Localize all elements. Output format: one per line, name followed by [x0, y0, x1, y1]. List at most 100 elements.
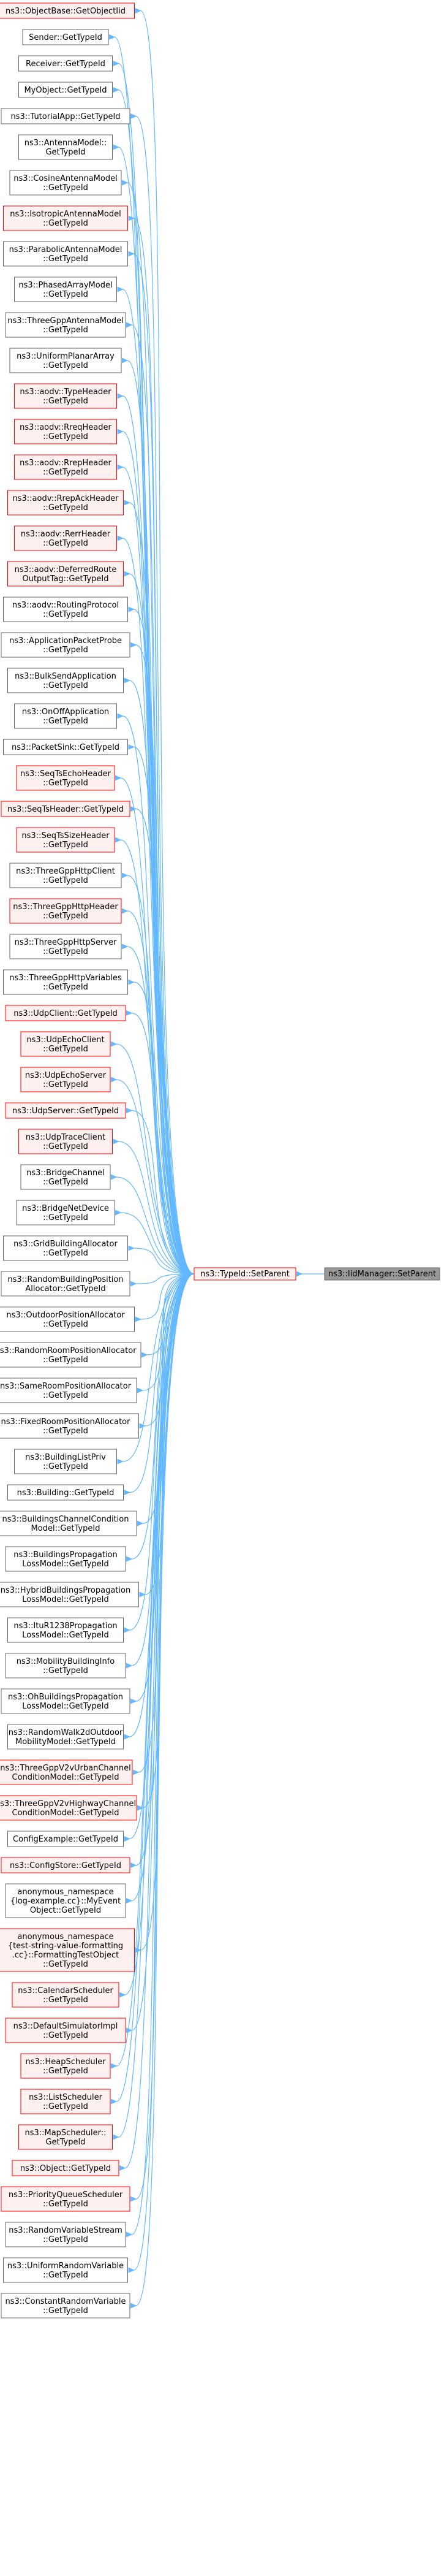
caller-node-box[interactable] — [3, 596, 128, 622]
caller-node[interactable]: ns3::aodv::RoutingProtocol::GetTypeId — [3, 596, 128, 622]
caller-node-box[interactable] — [20, 1067, 111, 1092]
caller-node[interactable]: ns3::BuildingListPriv::GetTypeId — [14, 1449, 117, 1474]
caller-node[interactable]: ns3::BridgeNetDevice::GetTypeId — [16, 1200, 115, 1225]
caller-node[interactable]: ns3::ThreeGppHttpServer::GetTypeId — [9, 934, 122, 959]
caller-node[interactable]: ns3::PriorityQueueScheduler::GetTypeId — [1, 2186, 130, 2212]
caller-node-box[interactable] — [18, 82, 113, 98]
caller-node[interactable]: ns3::OnOffApplication::GetTypeId — [14, 703, 117, 729]
caller-node[interactable]: ns3::DefaultSimulatorImpl::GetTypeId — [5, 2018, 126, 2043]
caller-node[interactable]: ns3::ObjectBase::GetObjectIid — [0, 2, 135, 19]
hub-node-box[interactable] — [194, 1267, 296, 1281]
caller-node[interactable]: ns3::aodv::RreqHeader::GetTypeId — [14, 419, 117, 444]
caller-node[interactable]: ns3::HeapScheduler::GetTypeId — [20, 2053, 111, 2079]
caller-node[interactable]: ns3::SeqTsEchoHeader::GetTypeId — [16, 765, 115, 791]
caller-node-box[interactable] — [7, 490, 124, 516]
caller-node-box[interactable] — [12, 1982, 119, 2008]
caller-node-box[interactable] — [0, 1511, 137, 1536]
caller-node-box[interactable] — [14, 276, 117, 302]
caller-node-box[interactable] — [14, 703, 117, 729]
caller-node[interactable]: ConfigExample::GetTypeId — [7, 1831, 124, 1847]
caller-node[interactable]: ns3::CalendarScheduler::GetTypeId — [12, 1982, 119, 2008]
caller-node[interactable]: ns3::aodv::RrepHeader::GetTypeId — [14, 454, 117, 480]
caller-node[interactable]: ns3::PhasedArrayModel::GetTypeId — [14, 276, 117, 302]
caller-node-box[interactable] — [16, 827, 115, 853]
caller-node[interactable]: ns3::MobilityBuildingInfo::GetTypeId — [5, 1653, 126, 1679]
caller-node-box[interactable] — [5, 1546, 126, 1572]
caller-node[interactable]: ns3::GridBuildingAllocator::GetTypeId — [3, 1235, 128, 1261]
caller-node-box[interactable] — [18, 2124, 113, 2150]
caller-node[interactable]: ns3::Object::GetTypeId — [12, 2160, 119, 2176]
caller-node-box[interactable] — [1, 1688, 130, 1714]
caller-node-box[interactable] — [14, 525, 117, 551]
caller-node-box[interactable] — [20, 1164, 111, 1190]
caller-node[interactable]: anonymous_namespace{test-string-value-fo… — [0, 1928, 135, 1972]
caller-node-box[interactable] — [7, 1724, 124, 1750]
caller-node[interactable]: ns3::BuildingsChannelConditionModel::Get… — [0, 1511, 137, 1536]
caller-node[interactable]: ns3::HybridBuildingsPropagationLossModel… — [0, 1582, 139, 1607]
caller-node[interactable]: ns3::FixedRoomPositionAllocator::GetType… — [0, 1413, 139, 1439]
caller-node-box[interactable] — [3, 241, 128, 267]
caller-node-box[interactable] — [3, 739, 128, 755]
caller-node[interactable]: ns3::RandomWalk2dOutdoorMobilityModel::G… — [7, 1724, 124, 1750]
caller-node[interactable]: ns3::ThreeGppHttpClient::GetTypeId — [9, 863, 122, 888]
caller-node-box[interactable] — [0, 1928, 135, 1972]
caller-node[interactable]: ns3::ApplicationPacketProbe::GetTypeId — [1, 632, 130, 658]
caller-node-box[interactable] — [0, 1582, 139, 1607]
caller-node-box[interactable] — [3, 205, 128, 231]
caller-node-box[interactable] — [20, 1031, 111, 1057]
caller-node-box[interactable] — [0, 1342, 141, 1368]
caller-node[interactable]: ns3::UdpEchoServer::GetTypeId — [20, 1067, 111, 1092]
caller-node[interactable]: ns3::MapScheduler::GetTypeId — [18, 2124, 113, 2150]
caller-node[interactable]: ns3::RandomBuildingPositionAllocator::Ge… — [1, 1271, 130, 1297]
caller-node-box[interactable] — [7, 1617, 124, 1643]
caller-node-box[interactable] — [5, 312, 126, 338]
caller-node-box[interactable] — [3, 2257, 128, 2283]
caller-node[interactable]: ns3::ItuR1238PropagationLossModel::GetTy… — [7, 1617, 124, 1643]
caller-node[interactable]: ns3::AntennaModel::GetTypeId — [18, 134, 113, 160]
caller-node-box[interactable] — [1, 108, 130, 124]
caller-node-box[interactable] — [0, 1378, 137, 1403]
caller-node-box[interactable] — [22, 29, 109, 45]
caller-node[interactable]: ns3::ConfigStore::GetTypeId — [1, 1857, 130, 1873]
caller-node-box[interactable] — [5, 1653, 126, 1679]
caller-node[interactable]: ns3::aodv::RrepAckHeader::GetTypeId — [7, 490, 124, 516]
caller-node-box[interactable] — [7, 561, 124, 587]
caller-node-box[interactable] — [18, 55, 113, 72]
caller-node[interactable]: ns3::UdpEchoClient::GetTypeId — [20, 1031, 111, 1057]
caller-node-box[interactable] — [0, 1759, 133, 1785]
hub-node[interactable]: ns3::TypeId::SetParent — [194, 1267, 296, 1281]
caller-node-box[interactable] — [9, 898, 122, 924]
caller-node-box[interactable] — [18, 1129, 113, 1154]
caller-node-box[interactable] — [1, 2186, 130, 2212]
caller-node[interactable]: ns3::OutdoorPositionAllocator::GetTypeId — [0, 1306, 135, 1332]
caller-node[interactable]: ns3::ParabolicAntennaModel::GetTypeId — [3, 241, 128, 267]
caller-node-box[interactable] — [1, 1271, 130, 1297]
caller-node[interactable]: ns3::ThreeGppV2vUrbanChannelConditionMod… — [0, 1759, 133, 1785]
caller-node-box[interactable] — [0, 1795, 137, 1821]
caller-node[interactable]: ns3::SeqTsSizeHeader::GetTypeId — [16, 827, 115, 853]
caller-node-box[interactable] — [12, 2160, 119, 2176]
caller-node[interactable]: ns3::ThreeGppHttpVariables::GetTypeId — [3, 969, 128, 995]
caller-node[interactable]: ns3::aodv::TypeHeader::GetTypeId — [14, 383, 117, 409]
caller-node[interactable]: ns3::IsotropicAntennaModel::GetTypeId — [3, 205, 128, 231]
caller-node-box[interactable] — [9, 863, 122, 888]
caller-node[interactable]: ns3::UniformPlanarArray::GetTypeId — [9, 348, 122, 373]
caller-node-box[interactable] — [9, 170, 122, 196]
caller-node[interactable]: ns3::ThreeGppV2vHighwayChannelConditionM… — [0, 1795, 137, 1821]
caller-node-box[interactable] — [14, 419, 117, 444]
caller-node[interactable]: Receiver::GetTypeId — [18, 55, 113, 72]
caller-node[interactable]: ns3::UdpClient::GetTypeId — [5, 1005, 126, 1021]
caller-node-box[interactable] — [9, 934, 122, 959]
caller-node[interactable]: ns3::SameRoomPositionAllocator::GetTypeI… — [0, 1378, 137, 1403]
caller-node[interactable]: MyObject::GetTypeId — [18, 82, 113, 98]
caller-node-box[interactable] — [1, 632, 130, 658]
caller-node-box[interactable] — [14, 1449, 117, 1474]
caller-node[interactable]: ns3::BridgeChannel::GetTypeId — [20, 1164, 111, 1190]
caller-node-box[interactable] — [5, 1883, 126, 1918]
caller-node-box[interactable] — [20, 2053, 111, 2079]
caller-node-box[interactable] — [1, 1857, 130, 1873]
caller-node-box[interactable] — [14, 454, 117, 480]
caller-node-box[interactable] — [3, 1235, 128, 1261]
caller-node-box[interactable] — [16, 765, 115, 791]
target-node-box[interactable] — [324, 1267, 440, 1281]
